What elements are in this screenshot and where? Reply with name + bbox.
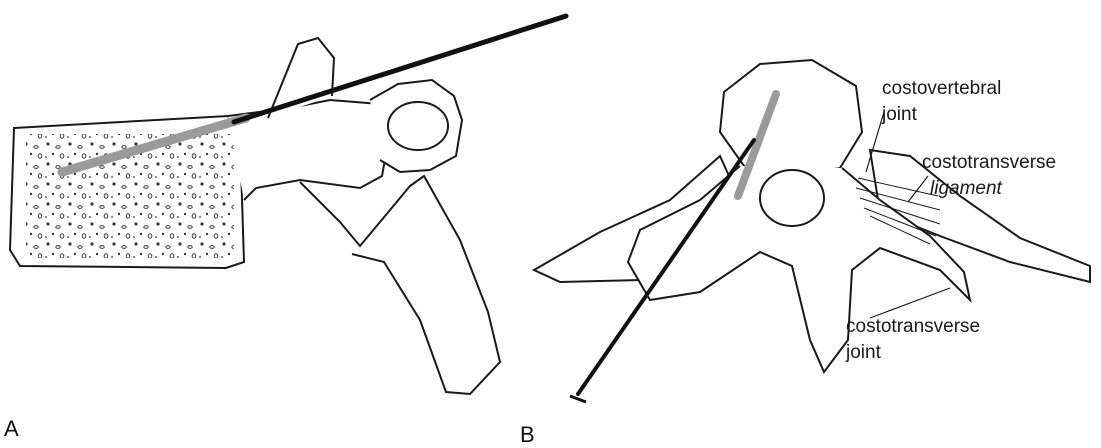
needle-hub [570, 396, 586, 402]
panel-a-vertebra-lateral [10, 16, 566, 394]
panel-b-vertebra-axial [534, 60, 1090, 402]
panel-label-b: B [520, 422, 535, 448]
label-costotransverse-ligament-1: costotransverse [922, 152, 1056, 174]
label-costovertebral-joint: joint [882, 104, 917, 126]
leader-costotransverse-joint [870, 288, 950, 318]
vertebral-foramen [760, 170, 824, 226]
costal-facet [388, 102, 448, 150]
label-costotransverse-joint-2: joint [846, 342, 881, 364]
label-costotransverse-ligament-2: ligament [930, 178, 1002, 200]
panel-label-a: A [4, 416, 19, 442]
label-costovertebral: costovertebral [882, 78, 1001, 100]
label-costotransverse-joint-1: costotransverse [846, 316, 980, 338]
spinous-process [300, 176, 500, 394]
